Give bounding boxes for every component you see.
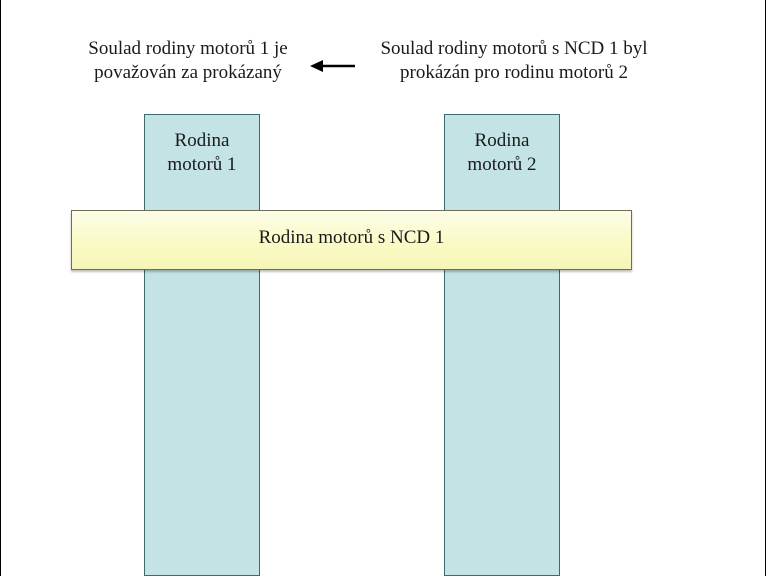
engine-family-1-label: Rodina motorů 1 [167,130,237,175]
note-left: Soulad rodiny motorů 1 je považován za p… [88,38,288,83]
ncd-engine-family-bar: Rodina motorů s NCD 1 [71,210,632,270]
ncd-engine-family-label: Rodina motorů s NCD 1 [258,227,445,248]
engine-family-2-column: Rodina motorů 2 [444,114,560,576]
engine-family-1-column: Rodina motorů 1 [144,114,260,576]
note-right: Soulad rodiny motorů s NCD 1 byl prokázá… [380,38,648,83]
arrow-left-icon [310,60,355,72]
engine-family-2-label: Rodina motorů 2 [467,130,537,175]
